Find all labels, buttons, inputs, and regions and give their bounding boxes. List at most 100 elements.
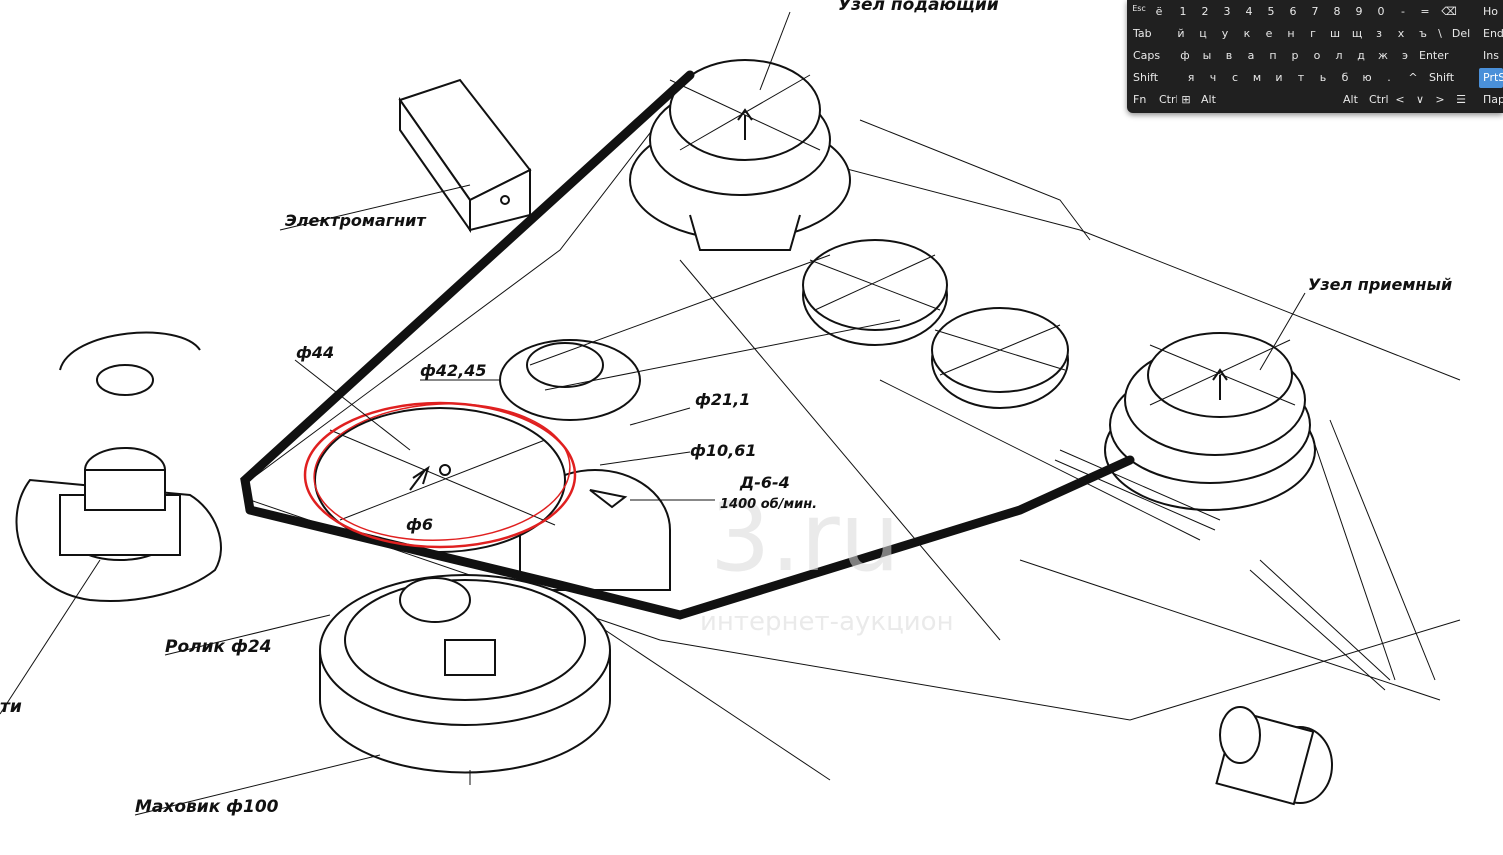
key-p[interactable]: п (1263, 46, 1283, 66)
key-ya[interactable]: я (1181, 68, 1201, 88)
label-motor: Д-6-4 (739, 473, 790, 492)
key-ch[interactable]: ч (1203, 68, 1223, 88)
key-sh[interactable]: ш (1325, 24, 1345, 44)
key-z[interactable]: з (1369, 24, 1389, 44)
key-soft-sign[interactable]: ь (1313, 68, 1333, 88)
key-esc[interactable]: Esc (1129, 2, 1149, 22)
key-y[interactable]: й (1171, 24, 1191, 44)
key-yo[interactable]: ё (1149, 2, 1169, 22)
on-screen-keyboard: Esc ё 1 2 3 4 5 6 7 8 9 0 - = ⌫ Tab й ц … (1127, 0, 1503, 113)
key-yu[interactable]: ю (1357, 68, 1377, 88)
key-ts[interactable]: ц (1193, 24, 1213, 44)
label-takeup-unit: Узел приемный (1308, 275, 1452, 294)
key-down-arrow[interactable]: ∨ (1411, 90, 1429, 110)
key-0[interactable]: 0 (1371, 2, 1391, 22)
key-alt-left[interactable]: Alt (1197, 90, 1233, 110)
feed-unit-reel (629, 59, 851, 251)
label-partial-left: ти (0, 697, 22, 717)
watermark-logo: 3.ru (710, 483, 900, 593)
key-h[interactable]: х (1391, 24, 1411, 44)
key-end[interactable]: End (1479, 24, 1503, 44)
key-backspace[interactable]: ⌫ (1437, 2, 1461, 22)
key-k[interactable]: к (1237, 24, 1257, 44)
menu-icon[interactable]: ☰ (1451, 90, 1471, 110)
key-s[interactable]: с (1225, 68, 1245, 88)
key-caps[interactable]: Caps (1129, 46, 1173, 66)
key-i[interactable]: и (1269, 68, 1289, 88)
key-2[interactable]: 2 (1195, 2, 1215, 22)
key-fn[interactable]: Fn (1129, 90, 1153, 110)
label-feed-unit: Узел подающий (838, 0, 999, 15)
key-t[interactable]: т (1291, 68, 1311, 88)
key-v[interactable]: в (1219, 46, 1239, 66)
key-ctrl-left[interactable]: Ctrl (1155, 90, 1179, 110)
key-m[interactable]: м (1247, 68, 1267, 88)
key-r[interactable]: р (1285, 46, 1305, 66)
key-a[interactable]: а (1241, 46, 1261, 66)
key-1[interactable]: 1 (1173, 2, 1193, 22)
key-insert[interactable]: Ins (1479, 46, 1503, 66)
intermediate-pulleys (802, 239, 1069, 409)
key-d[interactable]: д (1351, 46, 1371, 66)
key-space[interactable] (1235, 90, 1335, 110)
key-enter[interactable]: Enter (1415, 46, 1471, 66)
key-shch[interactable]: щ (1347, 24, 1367, 44)
key-up-arrow[interactable]: ^ (1403, 68, 1423, 88)
label-roller: Ролик ф24 (165, 637, 271, 657)
key-home[interactable]: Ho (1479, 2, 1503, 22)
key-eh[interactable]: э (1395, 46, 1415, 66)
key-3[interactable]: 3 (1217, 2, 1237, 22)
watermark-text: интернет-аукцион (700, 607, 954, 637)
takeup-unit-reel (1104, 332, 1316, 511)
key-alt-right[interactable]: Alt (1339, 90, 1367, 110)
key-5[interactable]: 5 (1261, 2, 1281, 22)
key-o[interactable]: о (1307, 46, 1327, 66)
electromagnet-box (398, 78, 532, 234)
key-tab[interactable]: Tab (1129, 24, 1169, 44)
key-period[interactable]: . (1379, 68, 1399, 88)
key-f[interactable]: ф (1175, 46, 1195, 66)
key-7[interactable]: 7 (1305, 2, 1325, 22)
label-d44: ф44 (296, 343, 334, 362)
flywheel (319, 574, 611, 785)
key-6[interactable]: 6 (1283, 2, 1303, 22)
label-d6: ф6 (406, 515, 433, 534)
key-b[interactable]: б (1335, 68, 1355, 88)
key-9[interactable]: 9 (1349, 2, 1369, 22)
key-e[interactable]: е (1259, 24, 1279, 44)
key-4[interactable]: 4 (1239, 2, 1259, 22)
key-options[interactable]: Пар (1479, 90, 1503, 110)
key-yi[interactable]: ы (1197, 46, 1217, 66)
label-leaders (0, 11, 1306, 816)
key-shift-left[interactable]: Shift (1129, 68, 1179, 88)
key-n[interactable]: н (1281, 24, 1301, 44)
key-printscreen[interactable]: PrtS (1479, 68, 1503, 88)
pinch-roller-assembly (15, 331, 222, 602)
key-u[interactable]: у (1215, 24, 1235, 44)
key-backslash[interactable]: \ (1433, 24, 1447, 44)
key-hard-sign[interactable]: ъ (1413, 24, 1433, 44)
label-electromagnet: Электромагнит (285, 211, 427, 230)
label-d10-61: ф10,61 (690, 441, 756, 460)
key-equals[interactable]: = (1415, 2, 1435, 22)
drive-belts (240, 70, 1436, 691)
windows-icon[interactable]: ⊞ (1177, 90, 1195, 110)
label-flywheel: Маховик ф100 (135, 797, 279, 817)
key-g[interactable]: г (1303, 24, 1323, 44)
counter-drum (1215, 706, 1333, 806)
key-8[interactable]: 8 (1327, 2, 1347, 22)
key-shift-right[interactable]: Shift (1425, 68, 1471, 88)
key-minus[interactable]: - (1393, 2, 1413, 22)
key-l[interactable]: л (1329, 46, 1349, 66)
key-zh[interactable]: ж (1373, 46, 1393, 66)
red-highlight-circle (303, 401, 577, 549)
label-rpm: 1400 об/мин. (720, 497, 817, 512)
key-ctrl-right[interactable]: Ctrl (1365, 90, 1393, 110)
key-del[interactable]: Del (1449, 24, 1473, 44)
key-left-arrow[interactable]: < (1391, 90, 1409, 110)
label-d42-45: ф42,45 (420, 361, 486, 380)
key-right-arrow[interactable]: > (1431, 90, 1449, 110)
label-d21-1: ф21,1 (695, 390, 750, 409)
motor-pulley (314, 339, 671, 591)
